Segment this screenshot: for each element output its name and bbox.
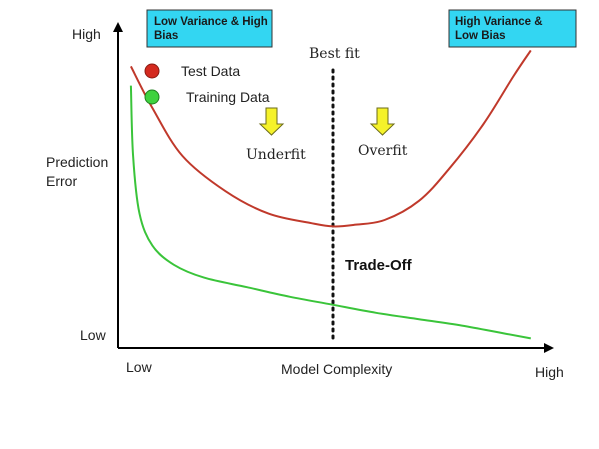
- trade-off-label: Trade-Off: [345, 257, 413, 274]
- x-tick-high: High: [535, 364, 564, 380]
- legend-training-label: Training Data: [186, 89, 270, 105]
- left-box-line-1: Low Variance & High: [154, 16, 268, 28]
- overfit-label: Overfit: [358, 143, 408, 159]
- y-axis-title-line-1: Prediction: [46, 154, 108, 170]
- left-box-line-2: Bias: [154, 30, 178, 42]
- y-tick-low: Low: [80, 327, 107, 343]
- y-axis-title-line-2: Error: [46, 173, 77, 189]
- training-data-curve: [129, 85, 531, 340]
- x-axis-arrow: [544, 343, 554, 353]
- right-box-line-1: High Variance &: [455, 16, 543, 28]
- legend-training-marker: [144, 89, 160, 105]
- legend-test-label: Test Data: [181, 63, 240, 79]
- overfit-arrow: [369, 107, 396, 136]
- right-info-box: [448, 9, 577, 48]
- underfit-arrow: [258, 107, 285, 136]
- right-box-line-2: Low Bias: [455, 30, 505, 42]
- best-fit-label: Best fit: [309, 46, 360, 62]
- y-axis-arrow: [113, 22, 123, 32]
- x-tick-low: Low: [126, 359, 153, 375]
- x-axis-title: Model Complexity: [281, 361, 392, 377]
- test-data-curve: [130, 49, 532, 228]
- legend-test-marker: [144, 63, 160, 79]
- left-info-box: [146, 9, 273, 48]
- underfit-label: Underfit: [246, 147, 306, 163]
- y-tick-high: High: [72, 26, 101, 42]
